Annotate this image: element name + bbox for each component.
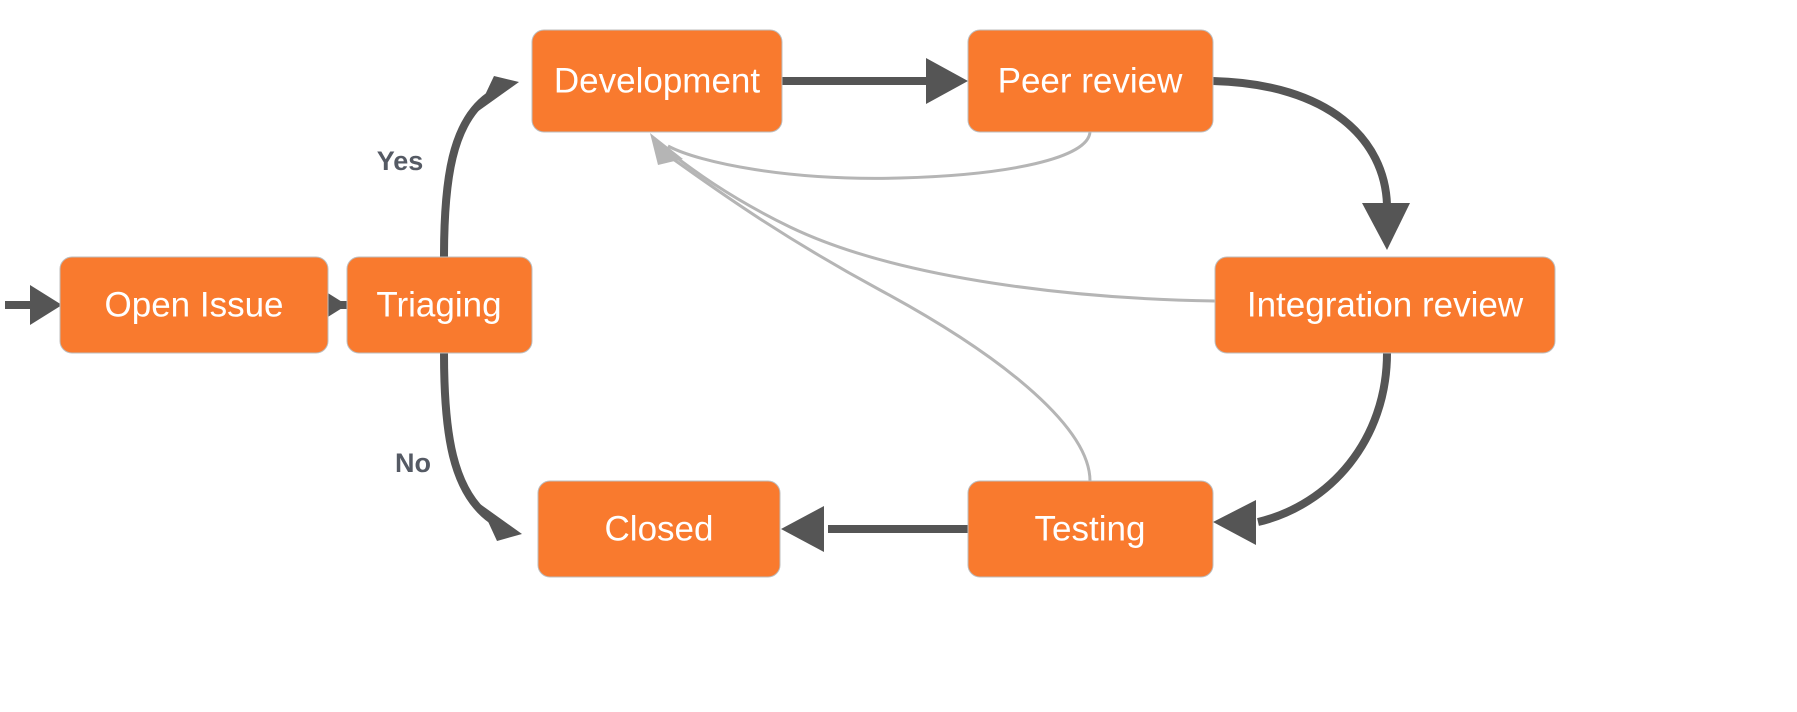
edge-testing-to-development-feedback <box>659 148 1092 482</box>
arrowhead-icon <box>30 285 62 325</box>
node-development[interactable]: Development <box>531 29 783 133</box>
feedback-arrowhead-icon <box>650 133 683 165</box>
edge-development-to-peer-review <box>782 58 968 104</box>
node-closed[interactable]: Closed <box>537 480 781 578</box>
edge-label-yes: Yes <box>377 146 424 176</box>
arrowhead-icon <box>926 58 968 104</box>
node-testing-box[interactable] <box>967 480 1214 578</box>
node-closed-box[interactable] <box>537 480 781 578</box>
node-peer-review[interactable]: Peer review <box>967 29 1214 133</box>
node-peer-review-label: Peer review <box>998 61 1184 100</box>
edge-line <box>440 92 492 258</box>
edge-triaging-to-development <box>440 76 519 258</box>
node-open-issue[interactable]: Open Issue <box>59 256 329 354</box>
edge-peer-review-to-development-feedback <box>667 131 1092 180</box>
edge-integration-review-to-testing <box>1213 352 1391 545</box>
node-testing[interactable]: Testing <box>967 480 1214 578</box>
edge-label-no: No <box>395 448 431 478</box>
edge-line <box>667 131 1092 180</box>
node-open-issue-label: Open Issue <box>105 285 284 324</box>
node-open-issue-box[interactable] <box>59 256 329 354</box>
arrowhead-icon <box>781 506 824 552</box>
node-peer-review-box[interactable] <box>967 29 1214 133</box>
edge-line <box>663 146 1216 303</box>
edge-line <box>659 148 1092 482</box>
arrowhead-icon <box>480 504 522 541</box>
node-integration-review-box[interactable] <box>1214 256 1556 354</box>
edge-line <box>1212 77 1391 206</box>
arrowhead-icon <box>1213 500 1256 545</box>
node-triaging[interactable]: Triaging <box>346 256 533 354</box>
node-integration-review[interactable]: Integration review <box>1214 256 1556 354</box>
arrowhead-icon <box>1362 203 1410 250</box>
edge-peer-review-to-integration-review <box>1212 77 1410 250</box>
edge-line <box>1257 352 1391 526</box>
node-testing-label: Testing <box>1035 509 1146 548</box>
edge-integration-review-to-development-feedback <box>663 146 1216 303</box>
node-development-label: Development <box>554 61 760 100</box>
arrowhead-icon <box>477 76 519 112</box>
node-development-box[interactable] <box>531 29 783 133</box>
edge-triaging-to-closed <box>440 352 522 541</box>
node-triaging-box[interactable] <box>346 256 533 354</box>
node-triaging-label: Triaging <box>376 285 501 324</box>
edge-line <box>440 352 495 524</box>
node-closed-label: Closed <box>605 509 714 548</box>
edge-start-to-open-issue <box>5 285 62 325</box>
edge-testing-to-closed <box>781 506 968 552</box>
node-integration-review-label: Integration review <box>1247 285 1524 324</box>
